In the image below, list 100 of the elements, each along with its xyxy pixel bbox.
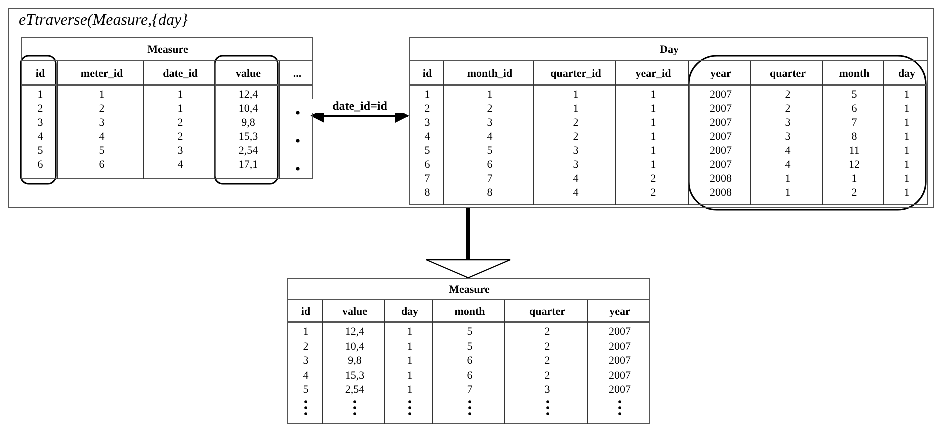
data-value: 12,4 [238,88,260,102]
column-header: value [234,67,262,81]
data-value: 10,4 [344,340,366,354]
data-value: 2 [850,186,858,200]
data-value: 1 [486,88,494,102]
data-value: 9,8 [347,354,363,368]
data-value: 1 [903,130,911,144]
data-value: 1 [572,88,580,102]
data-value: 2 [302,340,310,354]
column-header: date_id [162,67,199,81]
data-value: 1 [903,144,911,158]
column-header: value [341,305,369,319]
data-value: 1 [302,325,310,339]
data-value: 6 [98,158,106,172]
data-value: 1 [572,102,580,116]
data-value: 3 [784,130,792,144]
data-value: 6 [486,158,494,172]
data-table [287,278,650,424]
data-value: 1 [406,383,414,397]
data-value: 5 [486,144,494,158]
data-value: 1 [406,325,414,339]
data-value: 9,8 [240,116,256,130]
data-value: 10,4 [238,102,260,116]
data-value: 1 [650,130,658,144]
data-value: 6 [850,102,858,116]
data-value: 2007 [608,354,632,368]
column-header: year [608,305,632,319]
column-header: month_id [466,67,514,81]
data-value: 1 [903,88,911,102]
data-value: 2007 [608,368,632,382]
data-value: 2007 [608,383,632,397]
data-value: 1 [36,88,44,102]
data-value: 8 [486,186,494,200]
data-value: 3 [176,144,184,158]
column-header: id [34,67,46,81]
data-value: 7 [466,383,474,397]
data-value: 12,4 [344,325,366,339]
data-value: 1 [903,116,911,130]
data-value: 2,54 [344,383,366,397]
data-value: 2 [424,102,432,116]
data-value: 2 [36,102,44,116]
data-value: 7 [424,172,432,186]
data-value: 2008 [709,172,733,186]
data-value: 2 [784,88,792,102]
data-value: 4 [486,130,494,144]
data-value: 5 [302,383,310,397]
data-value: 1 [903,158,911,172]
data-value: 17,1 [238,158,260,172]
column-header: id [300,305,312,319]
data-value: 5 [850,88,858,102]
data-value: 3 [302,354,310,368]
data-value: 1 [903,186,911,200]
column-header: month [454,305,486,319]
data-value: 7 [486,172,494,186]
data-table [409,37,928,205]
data-value: 1 [98,88,106,102]
data-value: 2 [650,186,658,200]
data-value: 15,3 [344,368,366,382]
data-value: 4 [98,130,106,144]
data-value: 3 [544,383,552,397]
data-value: 2 [486,102,494,116]
column-header: day [400,305,420,319]
data-value: 2 [544,354,552,368]
data-value: 3 [486,116,494,130]
data-value: 1 [406,340,414,354]
data-value: 4 [784,158,792,172]
data-value: 1 [784,186,792,200]
data-value: 5 [36,144,44,158]
data-value: 4 [302,368,310,382]
formula-title: eTtraverse(Measure,{day} [19,12,188,30]
data-value: 1 [176,88,184,102]
data-value: 12 [848,158,861,172]
data-value: 15,3 [238,130,260,144]
data-value: 5 [98,144,106,158]
table-title: Measure [448,283,491,297]
data-value: 1 [903,172,911,186]
block-arrow [426,208,512,279]
data-value: 1 [784,172,792,186]
data-value: 2 [176,130,184,144]
data-value: 2007 [709,158,733,172]
data-value: 2 [544,325,552,339]
column-header: meter_id [80,67,124,81]
data-value: 1 [850,172,858,186]
group-frame [8,8,934,208]
data-value: 2007 [709,116,733,130]
data-value: 4 [36,130,44,144]
data-value: 6 [36,158,44,172]
data-value: 2 [98,102,106,116]
data-value: 2 [784,102,792,116]
data-value: 6 [466,368,474,382]
data-value: 3 [36,116,44,130]
data-value: 1 [650,144,658,158]
column-header: year [710,67,732,81]
data-value: 4 [424,130,432,144]
data-value: 5 [424,144,432,158]
column-header: month [838,67,871,81]
table-title: Measure [146,43,190,57]
data-table [21,37,313,179]
column-header: year_id [634,67,672,81]
data-value: 2007 [709,144,733,158]
